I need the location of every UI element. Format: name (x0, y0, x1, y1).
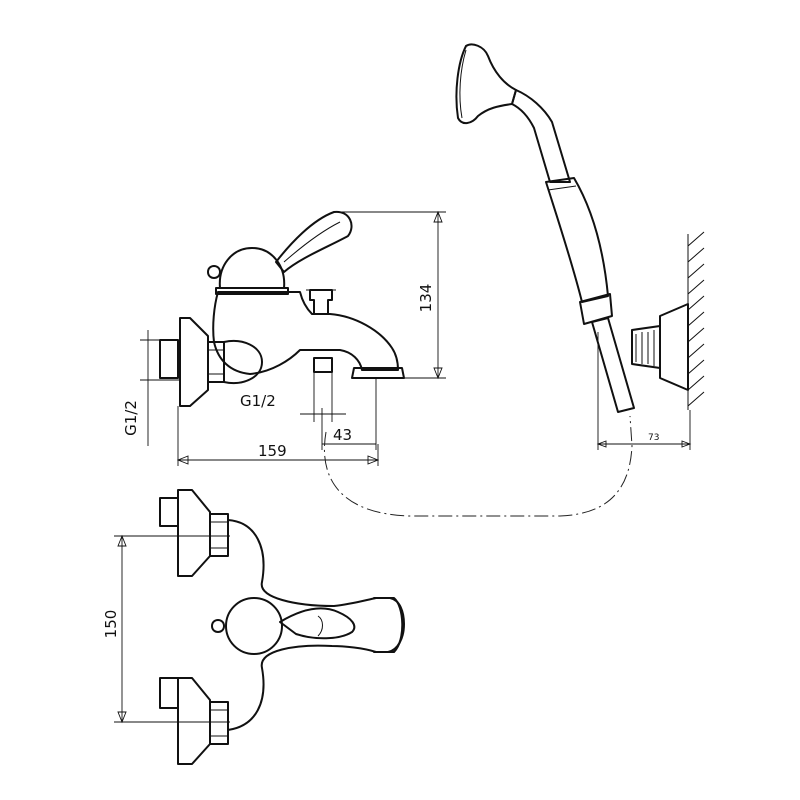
top-view-dimension: 150 (102, 534, 230, 724)
upper-flange (177, 489, 211, 577)
cap-knob (207, 265, 221, 279)
shower-neck (511, 89, 571, 183)
top-lever (279, 607, 356, 640)
top-body (227, 519, 405, 731)
hose-centerline (324, 415, 633, 517)
grip-collar (579, 293, 613, 325)
wall-bracket (659, 303, 689, 391)
cartridge-dome (218, 247, 286, 289)
wall-hatching (687, 231, 705, 410)
hand-shower (455, 43, 689, 413)
top-cap-knob (211, 619, 225, 633)
shower-head (455, 43, 517, 124)
dimension-thread-top: G1/2 (240, 392, 276, 410)
mixer-body (212, 291, 399, 375)
top-view-mixer (159, 489, 405, 765)
bracket-dimension: 73 (596, 332, 692, 450)
side-view-dimensions: 134 G1/2 43 159 G1/2 (122, 210, 446, 466)
dimension-wall-73: 73 (648, 433, 659, 443)
dimension-spacing-43: 43 (333, 426, 352, 444)
bracket-ring (631, 325, 661, 369)
lever-handle (275, 210, 353, 273)
dimension-thread-left: G1/2 (122, 400, 140, 436)
upper-nut (159, 497, 179, 527)
lower-flange (177, 677, 211, 765)
wall-flange (179, 317, 209, 407)
connector-nut (159, 339, 179, 379)
dimension-height-134: 134 (417, 284, 435, 313)
elbow-connector (223, 340, 263, 384)
diverter-knob (309, 289, 333, 315)
shower-grip (545, 177, 609, 303)
lower-hex (209, 701, 229, 745)
hose-lower (591, 317, 635, 413)
lower-nut (159, 677, 179, 709)
top-cartridge (225, 597, 283, 655)
outlet-pipe (313, 357, 333, 373)
side-view-mixer (159, 210, 405, 407)
dimension-spacing-150: 150 (102, 610, 120, 639)
dimension-depth-159: 159 (258, 442, 287, 460)
upper-hex (209, 513, 229, 557)
